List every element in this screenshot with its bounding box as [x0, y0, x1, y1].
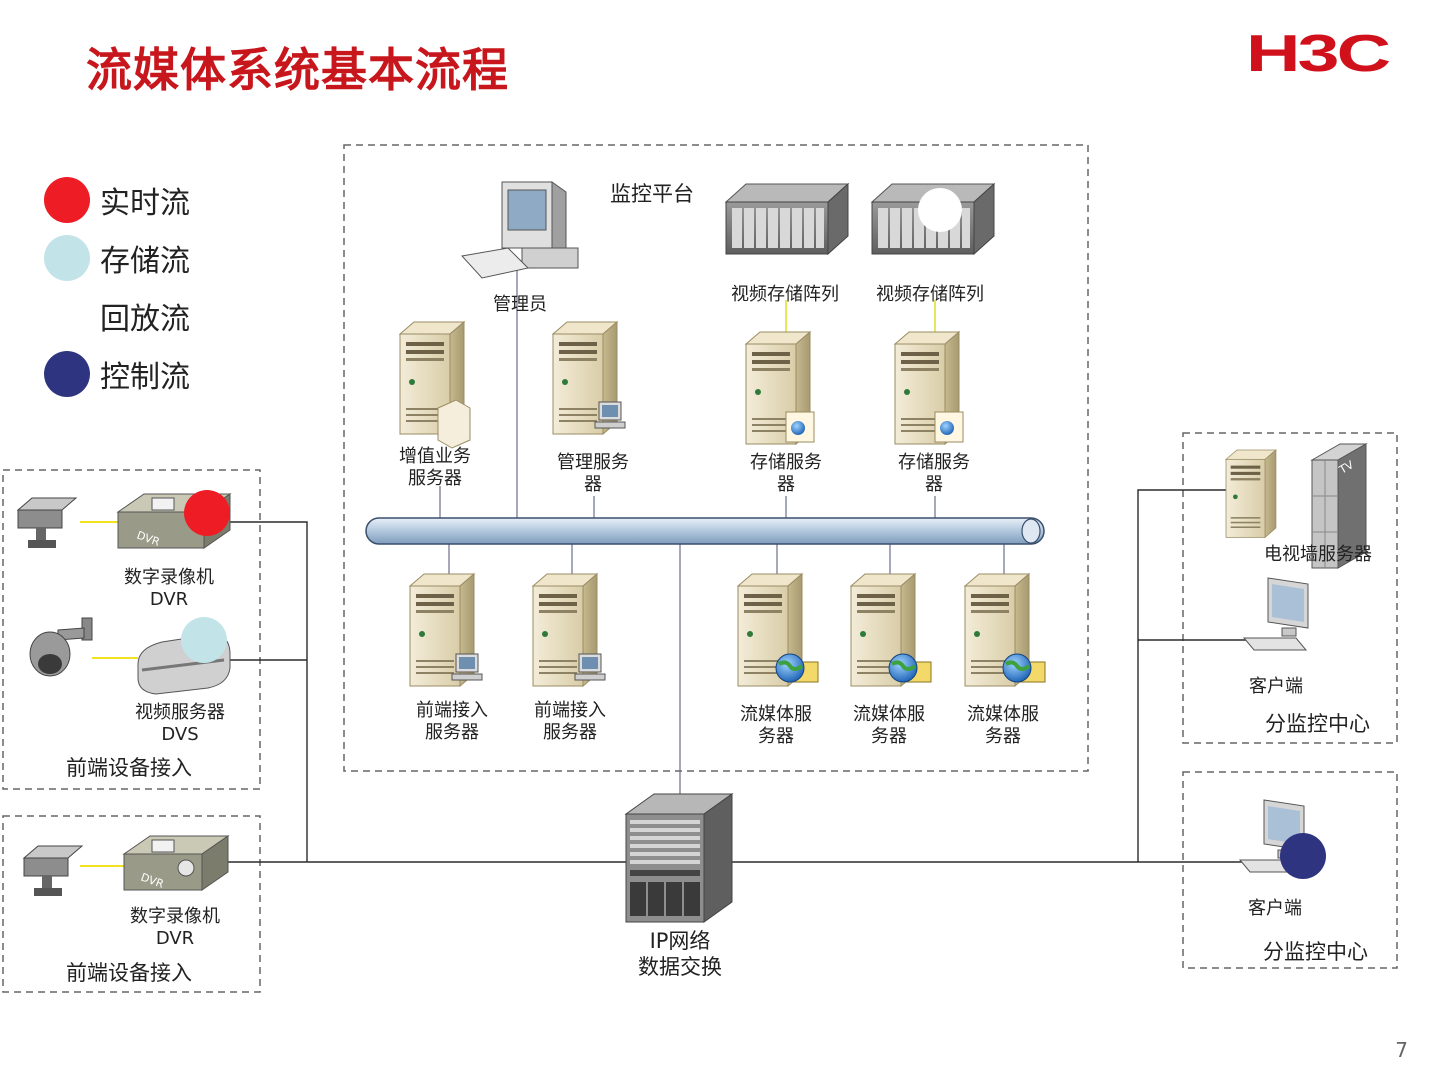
storage-stream-dot-icon — [44, 235, 90, 281]
frontend-access-server-icon — [409, 573, 483, 687]
legend-label: 实时流 — [100, 186, 190, 221]
dvr-device-icon: DVR — [122, 835, 230, 891]
storage-server-icon — [745, 331, 815, 445]
management-server-label: 管理服务 器 — [557, 452, 629, 495]
realtime-stream-marker-icon — [184, 490, 230, 536]
platform-frame — [343, 144, 1089, 772]
storage-stream-marker-icon — [181, 617, 227, 663]
streaming-media-server-icon — [850, 573, 933, 687]
client-label: 客户端 — [1248, 898, 1302, 919]
storage-links — [785, 300, 936, 332]
storage-array-icon — [725, 183, 849, 255]
client-label: 客户端 — [1249, 676, 1303, 697]
legend-label: 控制流 — [100, 360, 190, 395]
frontend-group-label: 前端设备接入 — [66, 961, 192, 985]
streaming-media-server-label: 流媒体服 务器 — [853, 704, 925, 747]
dashed-group-frames — [2, 144, 1398, 993]
frontend-access-server-label: 前端接入 服务器 — [534, 700, 606, 743]
storage-array-label: 视频存储阵列 — [876, 284, 984, 305]
storage-server-label: 存储服务 器 — [750, 452, 822, 495]
legend-item-control: 控制流 — [44, 350, 190, 398]
sub-center-label: 分监控中心 — [1265, 712, 1370, 736]
control-stream-dot-icon — [44, 351, 90, 397]
management-server-icon — [552, 321, 626, 435]
playback-stream-dot-icon — [44, 293, 90, 339]
subcenter2-frame — [1182, 771, 1398, 969]
sub-center-label: 分监控中心 — [1263, 940, 1368, 964]
legend-item-realtime: 实时流 — [44, 176, 190, 224]
tv-wall-icon: TV — [1310, 443, 1368, 569]
streaming-media-server-label: 流媒体服 务器 — [740, 704, 812, 747]
admin-pc-icon — [461, 181, 579, 279]
legend-item-storage: 存储流 — [44, 234, 190, 282]
streaming-media-server-label: 流媒体服 务器 — [967, 704, 1039, 747]
legend-item-playback: 回放流 — [44, 292, 190, 340]
streaming-media-server-icon — [737, 573, 820, 687]
control-stream-marker-icon — [1280, 833, 1326, 879]
platform-label: 监控平台 — [610, 182, 694, 206]
value-added-server-icon — [399, 321, 471, 449]
frontend-access-server-label: 前端接入 服务器 — [416, 700, 488, 743]
playback-stream-marker-icon — [918, 188, 962, 232]
storage-server-icon — [894, 331, 964, 445]
tv-wall-server-icon — [1225, 449, 1277, 538]
h3c-logo: H3C — [1246, 25, 1391, 83]
bus-drops — [439, 270, 1005, 796]
legend-label: 存储流 — [100, 244, 190, 279]
ip-switch-label: IP网络 数据交换 — [638, 929, 722, 979]
subcenter1-frame — [1182, 432, 1398, 744]
network-links — [228, 489, 1250, 863]
ip-switch-icon — [624, 793, 734, 923]
box-camera-icon — [16, 497, 78, 548]
dvr-label: 数字录像机 DVR — [124, 567, 214, 610]
tv-wall-server-label: 电视墙服务器 — [1264, 544, 1372, 565]
network-bus — [365, 517, 1045, 545]
frontend-group-label: 前端设备接入 — [66, 756, 192, 780]
dome-camera-icon — [29, 617, 93, 677]
legend-label: 回放流 — [100, 302, 190, 337]
realtime-stream-dot-icon — [44, 177, 90, 223]
admin-label: 管理员 — [493, 294, 547, 315]
box-camera-icon — [22, 845, 84, 896]
page-number: 7 — [1395, 1038, 1408, 1062]
dvr-label: 数字录像机 DVR — [130, 906, 220, 949]
storage-server-label: 存储服务 器 — [898, 452, 970, 495]
camera-links — [80, 521, 138, 867]
value-added-server-label: 增值业务 服务器 — [399, 446, 471, 489]
client-pc-icon — [1243, 577, 1309, 651]
frontend-access-server-icon — [532, 573, 606, 687]
page-title: 流媒体系统基本流程 — [86, 43, 509, 97]
dvs-label: 视频服务器 DVS — [135, 702, 225, 745]
storage-array-label: 视频存储阵列 — [731, 284, 839, 305]
streaming-media-server-icon — [964, 573, 1047, 687]
